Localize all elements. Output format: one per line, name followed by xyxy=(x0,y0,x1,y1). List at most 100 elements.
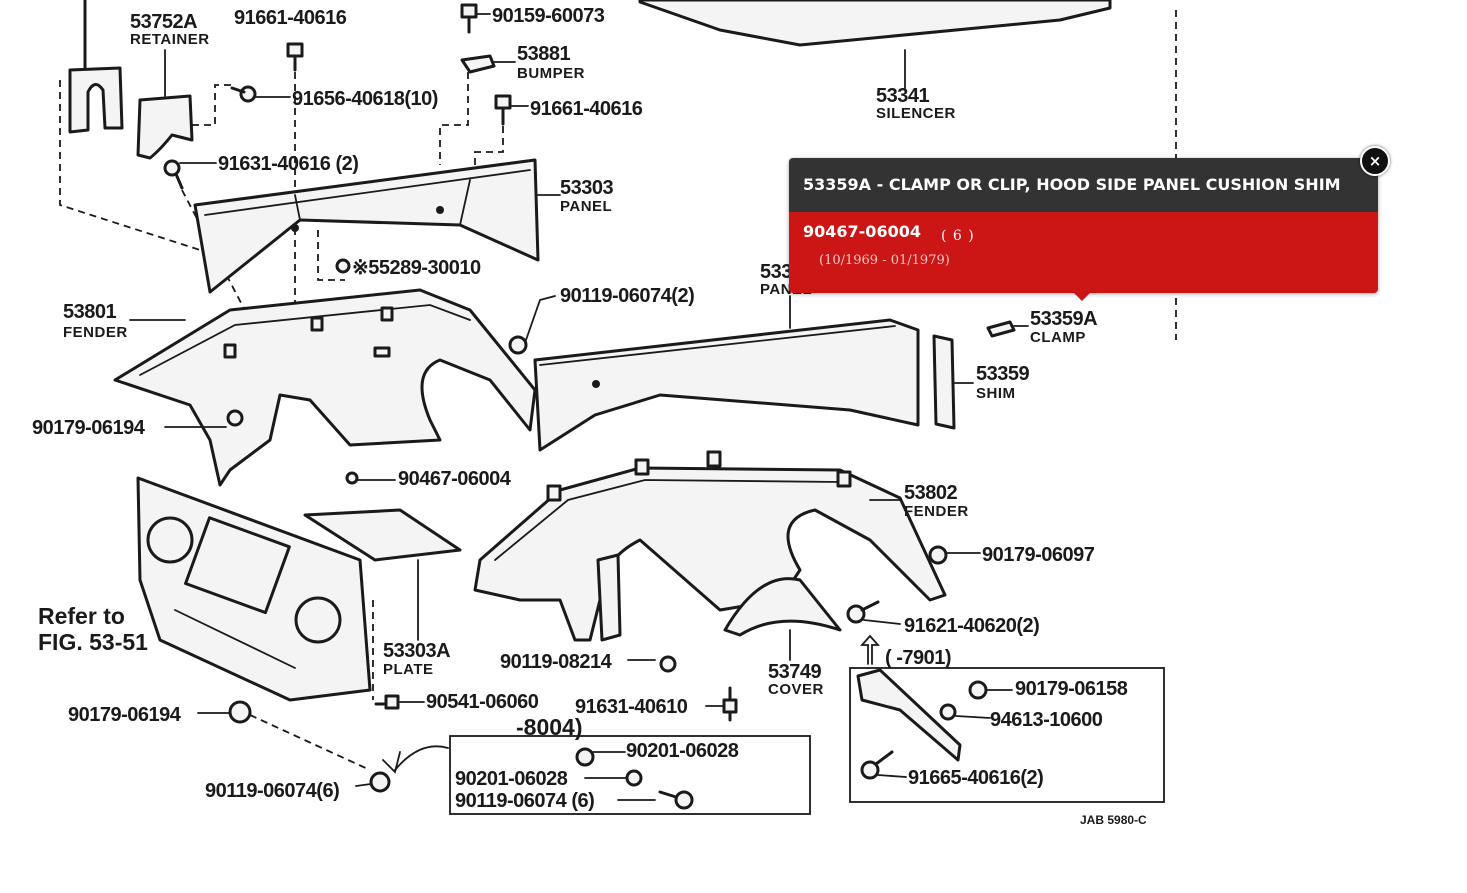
nut-90179-06158[interactable] xyxy=(968,680,988,700)
retainer-53752a-shape[interactable] xyxy=(68,66,124,134)
dash-bolt-b xyxy=(474,126,504,185)
nut-90179-06194-a[interactable] xyxy=(226,409,244,427)
bolt-90159-60073[interactable] xyxy=(460,3,491,34)
dash-panel-slot xyxy=(174,609,296,669)
label-90179-06194-a[interactable]: 90179-06194 xyxy=(32,417,146,439)
label-91665-40616[interactable]: 91665-40616(2) xyxy=(908,767,1044,789)
close-icon[interactable]: × xyxy=(1360,146,1390,176)
fender-53801-slot-a xyxy=(310,316,324,332)
label-90201-06028-b[interactable]: 90201-06028 xyxy=(455,768,568,790)
fender-53801-shape[interactable] xyxy=(113,288,537,487)
label-fender: FENDER xyxy=(63,324,128,341)
cover-53749-shape[interactable] xyxy=(723,577,842,637)
clip-shape[interactable] xyxy=(136,94,194,160)
label-shim: SHIM xyxy=(976,385,1016,402)
washer-leader xyxy=(955,715,991,719)
fender-53801-edge xyxy=(139,304,471,376)
label-90159-60073[interactable]: 90159-60073 xyxy=(492,5,605,27)
bolt-91621-40620[interactable] xyxy=(846,600,901,625)
label-90541-06060[interactable]: 90541-06060 xyxy=(426,691,539,713)
bolt-91661-40616-a[interactable] xyxy=(286,42,304,72)
label-fig-53-51[interactable]: FIG. 53-51 xyxy=(38,629,148,655)
nut-90119-06074-6[interactable] xyxy=(355,771,391,793)
panel-53303-hole-b xyxy=(291,224,299,232)
panel-53304-shape[interactable] xyxy=(533,318,920,452)
bolt-90119-08214[interactable] xyxy=(627,655,677,673)
bolt-91631-40616[interactable] xyxy=(163,159,217,190)
label-53359a[interactable]: 53359A xyxy=(1030,308,1098,330)
label-91631-40616[interactable]: 91631-40616 (2) xyxy=(218,153,359,175)
panel-53304-edge xyxy=(539,325,896,366)
label-bumper: BUMPER xyxy=(517,65,585,82)
popup-part-number-link[interactable]: 90467-06004 xyxy=(803,222,921,241)
dash-panel-hole-right xyxy=(294,596,342,644)
washer-90201-06028-b[interactable] xyxy=(625,769,643,787)
label-90119-06074-6a[interactable]: 90119-06074(6) xyxy=(205,780,340,802)
bolt-91631-40610[interactable] xyxy=(705,686,738,722)
screw-90467-06004[interactable] xyxy=(345,471,396,485)
label-90179-06194-b[interactable]: 90179-06194 xyxy=(68,704,182,726)
panel-53304-hole xyxy=(592,380,600,388)
curved-arrow xyxy=(394,745,449,771)
screw-91656-40618[interactable] xyxy=(230,85,291,103)
label-refer-to: Refer to xyxy=(38,603,125,629)
bumper-53881[interactable] xyxy=(460,54,516,74)
washer-94613-10600[interactable] xyxy=(939,703,957,721)
label-55289-30010[interactable]: ※55289-30010 xyxy=(352,257,482,279)
fender-53802-shape[interactable] xyxy=(473,466,947,642)
label-90467-06004[interactable]: 90467-06004 xyxy=(398,468,512,490)
silencer-53341-shape[interactable] xyxy=(638,0,1112,47)
screw-90541-06060[interactable] xyxy=(374,694,425,710)
label-91656-40618[interactable]: 91656-40618(10) xyxy=(292,88,438,110)
fender-53802-edge xyxy=(494,479,841,561)
label-53749[interactable]: 53749 xyxy=(768,661,822,683)
bolt-91665-40616[interactable] xyxy=(860,750,907,780)
bolt-91661-40616-b[interactable] xyxy=(494,94,529,126)
label-53881[interactable]: 53881 xyxy=(517,43,571,65)
brace-shape[interactable] xyxy=(856,668,962,762)
dash-bumper xyxy=(439,72,469,165)
inset-box-8004 xyxy=(449,735,811,815)
label-91631-40610[interactable]: 91631-40610 xyxy=(575,696,688,718)
label-90119-06074-6b[interactable]: 90119-06074 (6) xyxy=(455,790,595,812)
popup-date-range: (10/1969 - 01/1979) xyxy=(819,253,950,268)
label-90119-08214[interactable]: 90119-08214 xyxy=(500,651,613,673)
label-plate: PLATE xyxy=(383,661,434,678)
nut-90119-leader xyxy=(525,295,556,341)
label-90179-06158[interactable]: 90179-06158 xyxy=(1015,678,1128,700)
fender-53801-slot-d xyxy=(223,343,237,359)
label-91621-40620[interactable]: 91621-40620(2) xyxy=(904,615,1040,637)
label-90119-06074-2[interactable]: 90119-06074(2) xyxy=(560,285,695,307)
label-53359[interactable]: 53359 xyxy=(976,363,1030,385)
label-fender-2: FENDER xyxy=(904,503,969,520)
dash-panel-hole-left xyxy=(146,516,194,564)
popup-quantity: ( 6 ) xyxy=(941,228,975,244)
label-94613-10600[interactable]: 94613-10600 xyxy=(990,709,1103,731)
popup-body: 90467-06004 ( 6 ) (10/1969 - 01/1979) xyxy=(789,212,1378,301)
label-90201-06028-a[interactable]: 90201-06028 xyxy=(626,740,739,762)
label-53341[interactable]: 53341 xyxy=(876,85,930,107)
nut-90119-06074-2[interactable] xyxy=(508,335,528,355)
label-53752a[interactable]: 53752A xyxy=(130,11,198,33)
fender-53802-tab-c xyxy=(706,450,722,468)
label-53303[interactable]: 53303 xyxy=(560,177,614,199)
label-53303a[interactable]: 53303A xyxy=(383,640,451,662)
label-91661-40616-b[interactable]: 91661-40616 xyxy=(530,98,643,120)
bolt-90119-06074-6b[interactable] xyxy=(617,790,694,810)
nut-90179-06097[interactable] xyxy=(928,545,948,565)
fender-53802-bracket xyxy=(596,553,622,642)
grommet-55289-30010[interactable] xyxy=(335,258,351,274)
label-91661-40616-a[interactable]: 91661-40616 xyxy=(234,7,347,29)
shim-53359-shape[interactable] xyxy=(932,334,956,430)
dash-panel-window xyxy=(184,516,291,615)
label-53801[interactable]: 53801 xyxy=(63,301,117,323)
label-90179-06097[interactable]: 90179-06097 xyxy=(982,544,1095,566)
clamp-53359a-shape[interactable] xyxy=(986,320,1016,338)
plate-53303a-shape[interactable] xyxy=(303,508,462,562)
nut-90179-06194-b[interactable] xyxy=(228,700,252,724)
washer-90201-06028-a[interactable] xyxy=(575,747,595,767)
label-53802[interactable]: 53802 xyxy=(904,482,958,504)
label-retainer: RETAINER xyxy=(130,31,210,48)
fender-53801-slot-c xyxy=(373,346,391,358)
